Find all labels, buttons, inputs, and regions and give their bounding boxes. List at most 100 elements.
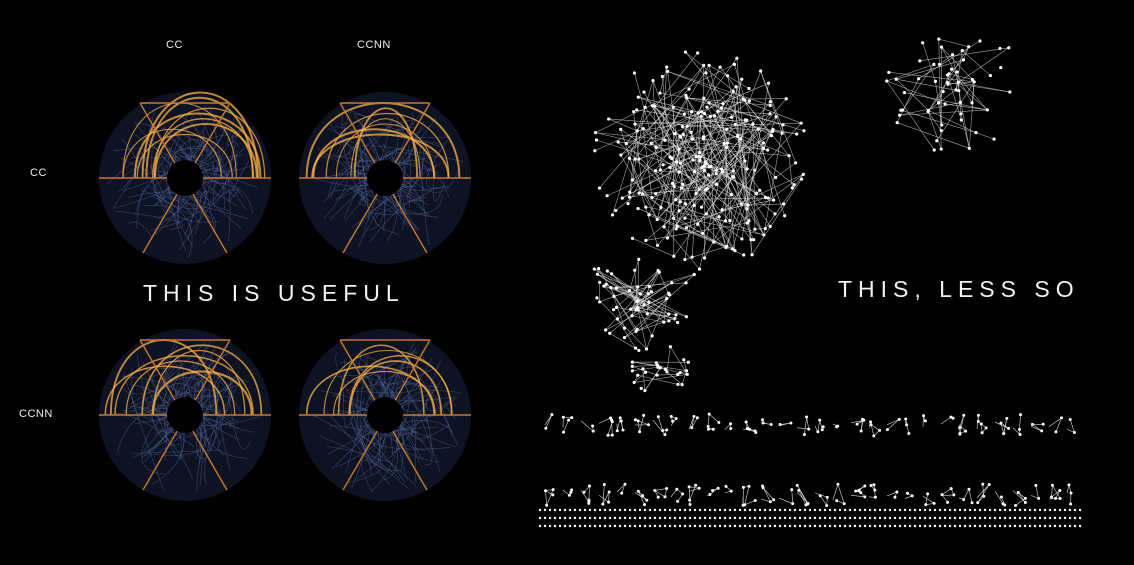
network-node xyxy=(814,517,816,519)
network-node xyxy=(940,123,943,126)
network-node xyxy=(903,91,906,94)
network-node xyxy=(759,69,762,72)
network-node xyxy=(824,525,826,527)
network-edge xyxy=(896,79,928,110)
network-node xyxy=(619,517,621,519)
network-node xyxy=(680,186,683,189)
network-node xyxy=(698,159,701,162)
network-node xyxy=(1024,525,1026,527)
network-node xyxy=(1014,517,1016,519)
network-node xyxy=(598,281,601,284)
network-node xyxy=(624,517,626,519)
network-node xyxy=(929,509,931,511)
network-node xyxy=(614,509,616,511)
network-node xyxy=(934,509,936,511)
network-edge xyxy=(807,417,809,429)
network-node xyxy=(642,303,645,306)
network-node xyxy=(725,128,728,131)
network-node xyxy=(674,132,677,135)
network-node xyxy=(591,425,594,428)
network-node xyxy=(969,517,971,519)
network-node xyxy=(657,496,660,499)
network-node xyxy=(604,509,606,511)
network-node xyxy=(684,509,686,511)
network-node xyxy=(809,509,811,511)
network-node xyxy=(839,525,841,527)
network-node xyxy=(1019,525,1021,527)
network-edge xyxy=(1004,418,1007,433)
network-node xyxy=(632,110,635,113)
network-node xyxy=(895,78,898,81)
network-node xyxy=(658,92,661,95)
network-node xyxy=(859,509,861,511)
network-node xyxy=(782,202,785,205)
network-edge xyxy=(672,274,695,282)
network-node xyxy=(1002,432,1005,435)
network-node xyxy=(964,509,966,511)
network-node xyxy=(775,115,778,118)
network-node xyxy=(704,517,706,519)
network-node xyxy=(612,308,615,311)
network-node xyxy=(899,525,901,527)
network-node xyxy=(1019,517,1021,519)
network-node xyxy=(624,525,626,527)
network-node xyxy=(664,525,666,527)
network-node xyxy=(593,149,596,152)
network-node xyxy=(647,292,650,295)
network-node xyxy=(870,423,873,426)
network-node xyxy=(725,146,728,149)
network-node xyxy=(834,525,836,527)
network-node xyxy=(539,517,541,519)
network-node xyxy=(790,488,793,491)
network-node xyxy=(604,283,607,286)
network-node xyxy=(719,509,721,511)
network-node xyxy=(702,135,705,138)
network-edge xyxy=(710,488,718,494)
network-node xyxy=(619,509,621,511)
network-node xyxy=(979,525,981,527)
network-node xyxy=(604,328,607,331)
network-node xyxy=(918,59,921,62)
network-node xyxy=(694,509,696,511)
network-node xyxy=(761,418,764,421)
network-node xyxy=(676,225,679,228)
network-node xyxy=(784,525,786,527)
network-node xyxy=(797,489,800,492)
network-node xyxy=(791,186,794,189)
network-node xyxy=(739,137,742,140)
network-node xyxy=(1044,517,1046,519)
network-node xyxy=(999,509,1001,511)
network-node xyxy=(724,485,727,488)
network-edge xyxy=(765,174,803,228)
network-edge xyxy=(818,420,820,432)
network-node xyxy=(950,68,953,71)
network-node xyxy=(944,525,946,527)
network-node xyxy=(695,192,698,195)
network-node xyxy=(612,295,615,298)
network-edge xyxy=(820,496,826,506)
network-edge xyxy=(621,129,658,245)
network-node xyxy=(654,192,657,195)
network-node xyxy=(1069,517,1071,519)
network-node xyxy=(697,155,700,158)
network-node xyxy=(949,517,951,519)
network-node xyxy=(759,517,761,519)
network-node xyxy=(793,183,796,186)
network-node xyxy=(829,517,831,519)
network-node xyxy=(676,500,679,503)
network-node xyxy=(934,517,936,519)
network-node xyxy=(769,100,772,103)
network-node xyxy=(974,525,976,527)
network-node xyxy=(959,509,961,511)
network-node xyxy=(704,188,707,191)
network-node xyxy=(774,525,776,527)
network-node xyxy=(744,509,746,511)
network-node xyxy=(683,113,686,116)
network-node xyxy=(894,509,896,511)
network-node xyxy=(539,525,541,527)
network-node xyxy=(623,336,626,339)
network-node xyxy=(642,127,645,130)
network-node xyxy=(894,525,896,527)
network-node xyxy=(1069,418,1072,421)
network-node xyxy=(1049,517,1051,519)
